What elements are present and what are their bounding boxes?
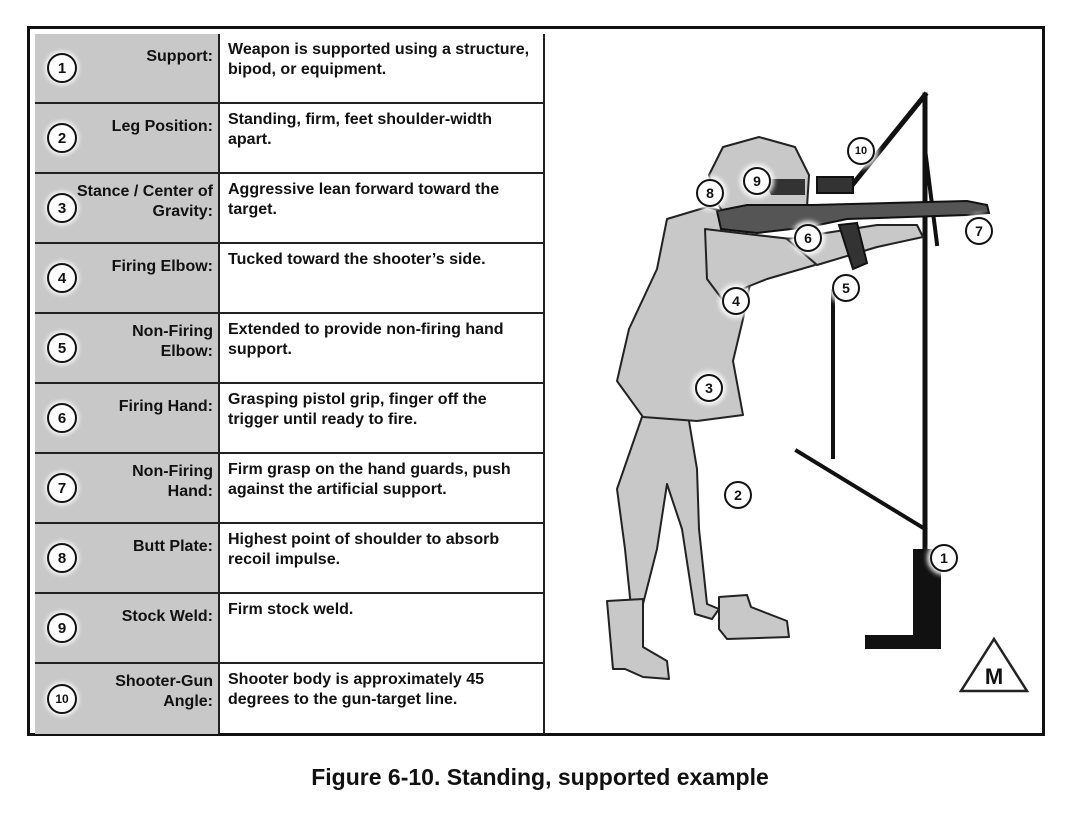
legs [616,408,720,620]
rifle-optic [816,176,854,194]
row-number: 2 [47,123,77,153]
support-front-post [922,146,940,247]
callout-7: 7 [965,217,993,245]
table-row: 1 Support: Weapon is supported using a s… [35,34,545,104]
row-number: 1 [47,53,77,83]
row-number: 8 [47,543,77,573]
row-description: Tucked toward the shooter’s side. [220,244,545,312]
row-label: Butt Plate: [133,538,213,555]
m-badge: M [958,636,1030,693]
callout-3: 3 [695,374,723,402]
front-boot [718,594,790,640]
row-label: Firing Elbow: [111,258,213,275]
table-row: 3 Stance / Center of Gravity: Aggressive… [35,174,545,244]
row-description: Firm grasp on the hand guards, push agai… [220,454,545,522]
row-label: Stance / Center of Gravity: [76,183,213,220]
row-label-cell: 7 Non-Firing Hand: [35,454,220,522]
callout-2: 2 [724,481,752,509]
goggles [763,179,805,195]
row-label: Stock Weld: [121,608,213,625]
row-label: Support: [146,48,213,65]
row-description: Shooter body is approximately 45 degrees… [220,664,545,734]
table-row: 8 Butt Plate: Highest point of shoulder … [35,524,545,594]
row-label: Leg Position: [111,118,213,135]
rifle-magazine [837,221,869,271]
row-label-cell: 3 Stance / Center of Gravity: [35,174,220,242]
row-description: Grasping pistol grip, finger off the tri… [220,384,545,452]
row-label-cell: 4 Firing Elbow: [35,244,220,312]
callout-6: 6 [794,224,822,252]
row-number: 3 [47,193,77,223]
support-base [865,549,941,649]
support-structure [794,91,940,552]
rifle [715,176,991,271]
figure-caption: Figure 6-10. Standing, supported example [311,764,769,790]
row-description: Firm stock weld. [220,594,545,662]
row-number: 4 [47,263,77,293]
callout-10: 10 [847,137,875,165]
rifle-body [715,199,991,235]
badge-letter: M [985,664,1003,689]
row-description: Aggressive lean forward toward the targe… [220,174,545,242]
table-row: 2 Leg Position: Standing, firm, feet sho… [35,104,545,174]
figure-frame: 1 Support: Weapon is supported using a s… [27,26,1045,736]
support-brace [794,448,928,532]
row-number: 10 [47,684,77,714]
row-label: Non-Firing Elbow: [132,323,213,360]
row-label-cell: 1 Support: [35,34,220,102]
callout-4: 4 [722,287,750,315]
row-description: Weapon is supported using a structure, b… [220,34,545,102]
table-row: 7 Non-Firing Hand: Firm grasp on the han… [35,454,545,524]
callout-1: 1 [930,544,958,572]
rear-boot [606,598,670,680]
row-number: 5 [47,333,77,363]
table-row: 4 Firing Elbow: Tucked toward the shoote… [35,244,545,314]
row-number: 9 [47,613,77,643]
row-label-cell: 5 Non-Firing Elbow: [35,314,220,382]
table-row: 6 Firing Hand: Grasping pistol grip, fin… [35,384,545,454]
callout-8: 8 [696,179,724,207]
row-description: Highest point of shoulder to absorb reco… [220,524,545,592]
row-description: Standing, firm, feet shoulder-width apar… [220,104,545,172]
row-label: Shooter-Gun Angle: [115,673,213,710]
row-label: Firing Hand: [118,398,213,415]
callout-9: 9 [743,167,771,195]
shooter-illustration: M 1 2 3 4 5 6 7 8 9 10 [547,29,1042,733]
table-row: 5 Non-Firing Elbow: Extended to provide … [35,314,545,384]
row-label-cell: 6 Firing Hand: [35,384,220,452]
shooter-drawing: M [606,91,1030,693]
table-row: 9 Stock Weld: Firm stock weld. [35,594,545,664]
support-top-diagonal [845,91,929,193]
row-label-cell: 10 Shooter-Gun Angle: [35,664,220,734]
row-label-cell: 8 Butt Plate: [35,524,220,592]
row-number: 6 [47,403,77,433]
row-label-cell: 9 Stock Weld: [35,594,220,662]
row-label-cell: 2 Leg Position: [35,104,220,172]
legend-table: 1 Support: Weapon is supported using a s… [35,34,545,734]
callout-5: 5 [832,274,860,302]
table-row: 10 Shooter-Gun Angle: Shooter body is ap… [35,664,545,734]
row-label: Non-Firing Hand: [132,463,213,500]
row-number: 7 [47,473,77,503]
row-description: Extended to provide non-firing hand supp… [220,314,545,382]
